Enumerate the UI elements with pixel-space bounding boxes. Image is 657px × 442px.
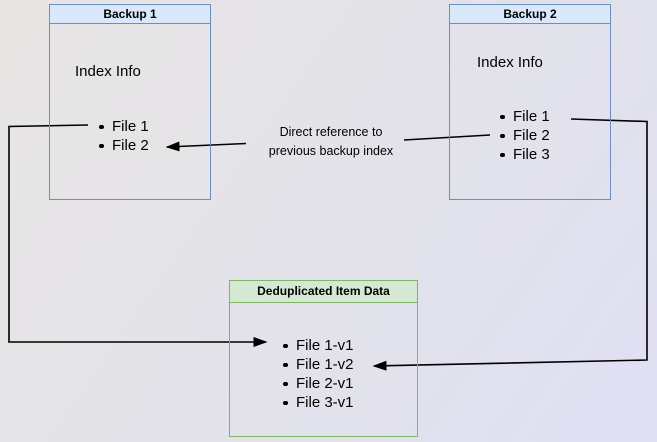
backup2-index-info-label: Index Info [477, 54, 543, 71]
backup1-index-info-label: Index Info [75, 63, 141, 80]
list-item: File 2 [500, 127, 550, 144]
dedup-file-list: File 1-v1 File 1-v2 File 2-v1 File 3-v1 [283, 336, 354, 412]
edge-annotation-line2: previous backup index [268, 144, 394, 158]
list-item: File 3 [500, 146, 550, 163]
backup2-title: Backup 2 [450, 5, 610, 24]
list-item: File 1-v2 [283, 356, 354, 373]
list-item: File 1 [500, 108, 550, 125]
list-item: File 3-v1 [283, 394, 354, 411]
backup2-box: Backup 2 Index Info File 1 File 2 File 3 [449, 4, 611, 200]
dedup-title: Deduplicated Item Data [230, 281, 417, 303]
edge-annotation-line1: Direct reference to [279, 125, 383, 139]
backup1-file-list: File 1 File 2 [99, 117, 149, 155]
list-item: File 2 [99, 137, 149, 154]
backup1-box: Backup 1 Index Info File 1 File 2 [49, 4, 211, 200]
deduplicated-item-data-box: Deduplicated Item Data File 1-v1 File 1-… [229, 280, 418, 437]
backup1-title: Backup 1 [50, 5, 210, 24]
backup2-file-list: File 1 File 2 File 3 [500, 107, 550, 164]
edge-annotation: Direct reference to previous backup inde… [238, 123, 424, 161]
list-item: File 2-v1 [283, 375, 354, 392]
list-item: File 1-v1 [283, 337, 354, 354]
list-item: File 1 [99, 118, 149, 135]
